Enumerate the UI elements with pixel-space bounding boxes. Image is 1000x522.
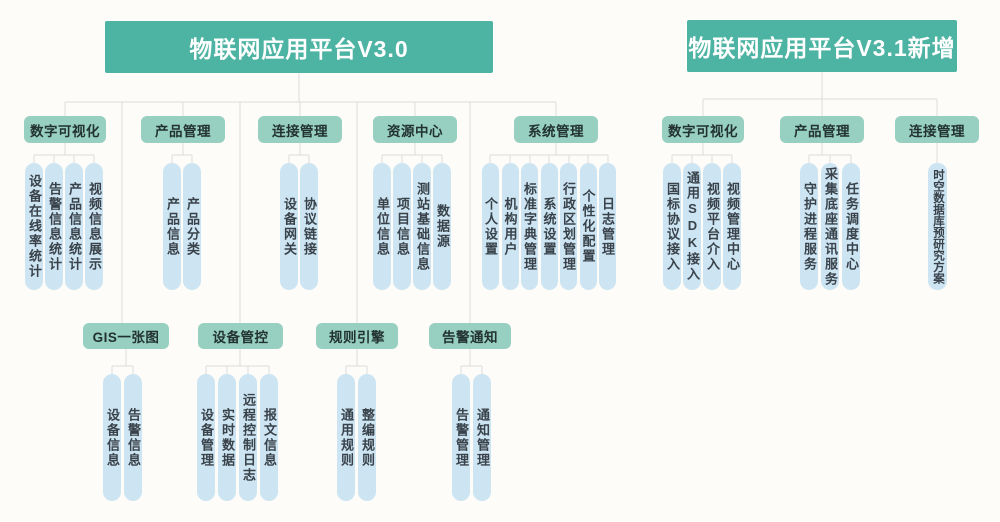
- category-connection-management: 连接管理: [258, 116, 342, 143]
- digital-visualization-v31-items: 国标协议接入 通用SDK接入 视频平台介入 视频管理中心: [663, 163, 741, 290]
- leaf-node: 守护进程服务: [800, 163, 818, 290]
- rule-engine-items: 通用规则 整编规则: [337, 374, 376, 501]
- leaf-node: 通用SDK接入: [683, 163, 701, 290]
- leaf-node: 实时数据: [218, 374, 236, 501]
- leaf-node: 整编规则: [358, 374, 376, 501]
- leaf-node: 日志管理: [599, 163, 616, 290]
- leaf-node: 设备管理: [197, 374, 215, 501]
- leaf-node: 时空数据库预研究方案: [928, 163, 947, 290]
- leaf-node: 告警信息: [124, 374, 142, 501]
- leaf-node: 设备信息: [103, 374, 121, 501]
- leaf-node: 国标协议接入: [663, 163, 681, 290]
- leaf-node: 任务调度中心: [842, 163, 860, 290]
- leaf-node: 标准字典管理: [521, 163, 538, 290]
- category-device-control: 设备管控: [198, 323, 283, 349]
- leaf-node: 产品信息统计: [65, 163, 83, 290]
- category-digital-visualization: 数字可视化: [24, 116, 106, 143]
- digital-visualization-items: 设备在线率统计 告警信息统计 产品信息统计 视频信息展示: [25, 163, 103, 290]
- category-gis-map: GIS一张图: [83, 323, 169, 349]
- leaf-node: 数据源: [433, 163, 451, 290]
- product-management-items: 产品信息 产品分类: [163, 163, 201, 290]
- connection-management-v31-items: 时空数据库预研究方案: [928, 163, 947, 290]
- product-management-v31-items: 守护进程服务 采集底座通讯服务 任务调度中心: [800, 163, 860, 290]
- leaf-node: 项目信息: [393, 163, 411, 290]
- leaf-node: 设备在线率统计: [25, 163, 43, 290]
- category-digital-visualization-v31: 数字可视化: [662, 116, 744, 143]
- v30-trunk-connectors: [64, 73, 557, 323]
- leaf-node: 协议链接: [300, 163, 318, 290]
- category-rule-engine: 规则引擎: [316, 323, 398, 349]
- leaf-node: 告警信息统计: [45, 163, 63, 290]
- leaf-node: 远程控制日志: [239, 374, 257, 501]
- leaf-node: 视频管理中心: [723, 163, 741, 290]
- leaf-node: 通用规则: [337, 374, 355, 501]
- leaf-node: 报文信息: [260, 374, 278, 501]
- alarm-notification-items: 告警管理 通知管理: [452, 374, 491, 501]
- leaf-node: 产品分类: [183, 163, 201, 290]
- v30-branch-connectors: [33, 143, 609, 163]
- gis-map-items: 设备信息 告警信息: [103, 374, 142, 501]
- connection-management-items: 设备网关 协议链接: [280, 163, 318, 290]
- category-resource-center: 资源中心: [373, 116, 457, 143]
- category-product-management: 产品管理: [141, 116, 225, 143]
- category-connection-management-v31: 连接管理: [895, 116, 979, 143]
- leaf-node: 行政区划管理: [560, 163, 577, 290]
- leaf-node: 视频平台介入: [703, 163, 721, 290]
- category-alarm-notification: 告警通知: [429, 323, 511, 349]
- leaf-node: 单位信息: [373, 163, 391, 290]
- leaf-node: 告警管理: [452, 374, 470, 501]
- system-management-items: 个人设置 机构用户 标准字典管理 系统设置 行政区划管理 个性化配置 日志管理: [482, 163, 616, 290]
- leaf-node: 产品信息: [163, 163, 181, 290]
- leaf-node: 视频信息展示: [85, 163, 103, 290]
- category-product-management-v31: 产品管理: [780, 116, 864, 143]
- device-control-items: 设备管理 实时数据 远程控制日志 报文信息: [197, 374, 278, 501]
- category-system-management: 系统管理: [514, 116, 598, 143]
- v30-root-title: 物联网应用平台V3.0: [105, 21, 493, 73]
- v30-subrow-connectors: [111, 349, 483, 374]
- leaf-node: 个人设置: [482, 163, 499, 290]
- leaf-node: 机构用户: [501, 163, 519, 290]
- resource-center-items: 单位信息 项目信息 测站基础信息 数据源: [373, 163, 451, 290]
- v31-connectors: [671, 72, 938, 163]
- leaf-node: 个性化配置: [579, 163, 597, 290]
- v31-root-title: 物联网应用平台V3.1新增: [687, 20, 957, 72]
- leaf-node: 设备网关: [280, 163, 298, 290]
- leaf-node: 采集底座通讯服务: [821, 163, 839, 290]
- leaf-node: 测站基础信息: [413, 163, 431, 290]
- leaf-node: 系统设置: [540, 163, 558, 290]
- leaf-node: 通知管理: [473, 374, 491, 501]
